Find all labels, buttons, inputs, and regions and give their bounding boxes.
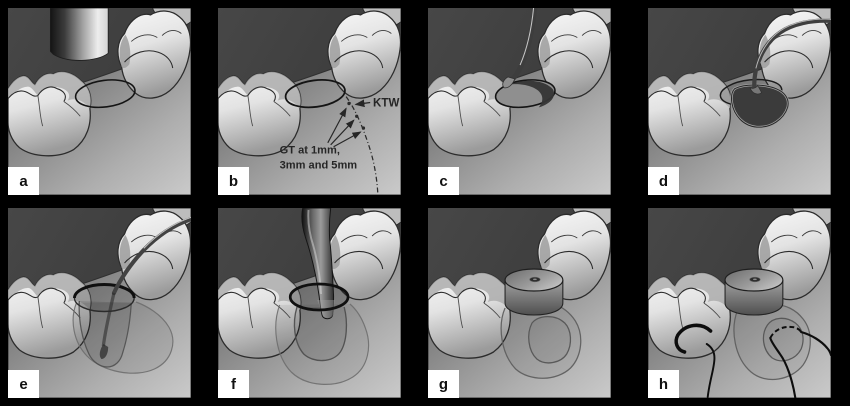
gt-arrow-5mm	[333, 131, 362, 148]
incision-outline	[74, 79, 136, 109]
suture-thread-left	[674, 323, 716, 398]
drill-site-shadow	[275, 303, 370, 385]
panel-label: g	[428, 370, 459, 398]
implant-shadow-outline	[500, 304, 582, 379]
panel-e-illustration	[8, 208, 191, 398]
panel-label: a	[8, 167, 39, 195]
panel-c: c	[428, 8, 611, 195]
depth-annotation: KTW GT at 1mm, 3mm and 5mm	[280, 96, 399, 195]
probe-instrument	[99, 216, 191, 359]
panel-label: h	[648, 370, 679, 398]
panel-d: d	[648, 8, 831, 195]
tissue-punch-cylinder	[49, 8, 109, 61]
incision-outline	[284, 79, 346, 109]
ktw-arrow	[354, 99, 371, 108]
panel-label: c	[428, 167, 459, 195]
tissue-punch-instrument	[301, 208, 335, 320]
panel-label: e	[8, 370, 39, 398]
gt-annotation-line1: GT at 1mm,	[280, 145, 340, 157]
gt-arrow-1mm	[327, 107, 347, 144]
gt-arrow-3mm	[330, 119, 355, 146]
panel-h: h	[648, 208, 831, 398]
panel-b: KTW GT at 1mm, 3mm and 5mm b	[218, 8, 401, 195]
panel-f-illustration	[218, 208, 401, 398]
elevator-instrument	[502, 8, 538, 89]
punched-hole	[73, 283, 136, 313]
gt-annotation-line2: 3mm and 5mm	[280, 159, 358, 171]
panel-b-illustration: KTW GT at 1mm, 3mm and 5mm	[218, 8, 401, 195]
healing-abutment	[724, 268, 784, 316]
panel-f: f	[218, 208, 401, 398]
panel-g: g	[428, 208, 611, 398]
panel-g-illustration	[428, 208, 611, 398]
tissue-flap	[730, 83, 790, 129]
panel-e: e	[8, 208, 191, 398]
panel-h-illustration	[648, 208, 831, 398]
panel-label: d	[648, 167, 679, 195]
panel-a: a	[8, 8, 191, 195]
panel-label: f	[218, 370, 249, 398]
socket-rim	[288, 282, 350, 312]
healing-abutment	[504, 268, 564, 316]
implant-site-shadow	[72, 300, 174, 374]
suture-thread-right	[769, 325, 831, 398]
dash-dot-depth-line	[345, 96, 379, 195]
forceps-instrument	[749, 18, 831, 95]
panel-d-illustration	[648, 8, 831, 195]
ktw-annotation: KTW	[373, 96, 399, 109]
panel-label: b	[218, 167, 249, 195]
panel-c-illustration	[428, 8, 611, 195]
opened-incision-site	[494, 79, 556, 109]
panel-a-illustration	[8, 8, 191, 195]
